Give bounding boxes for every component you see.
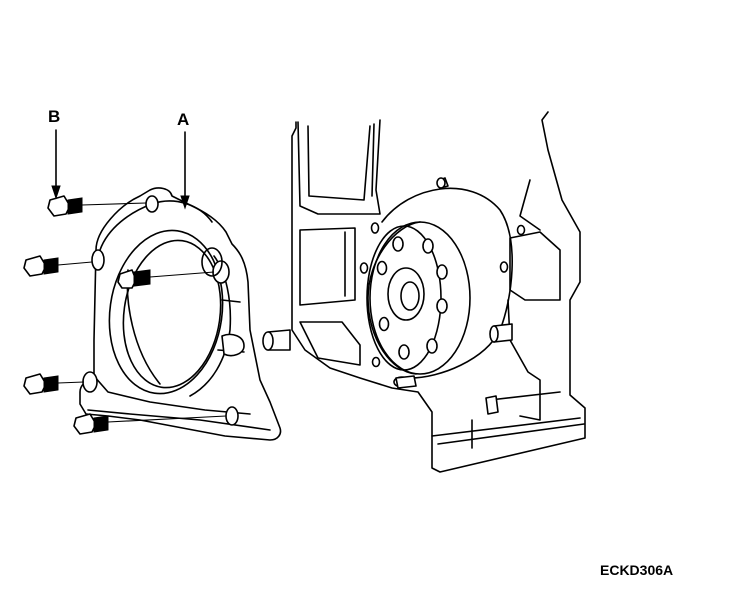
bolt-inner (117, 269, 215, 289)
bolt-group (23, 195, 227, 435)
bolt-upper-left (23, 255, 93, 277)
leader-arrows (51, 129, 190, 210)
label-b: B (48, 107, 61, 126)
rear-oil-seal-case (79, 187, 282, 441)
engine-block (262, 111, 586, 473)
crankshaft-flange (366, 221, 471, 375)
bolt-bottom (73, 413, 227, 435)
bolt-lower-left (23, 373, 85, 395)
label-a: A (177, 110, 190, 129)
bolt-top (47, 195, 147, 217)
figure-code: ECKD306A (600, 562, 674, 578)
